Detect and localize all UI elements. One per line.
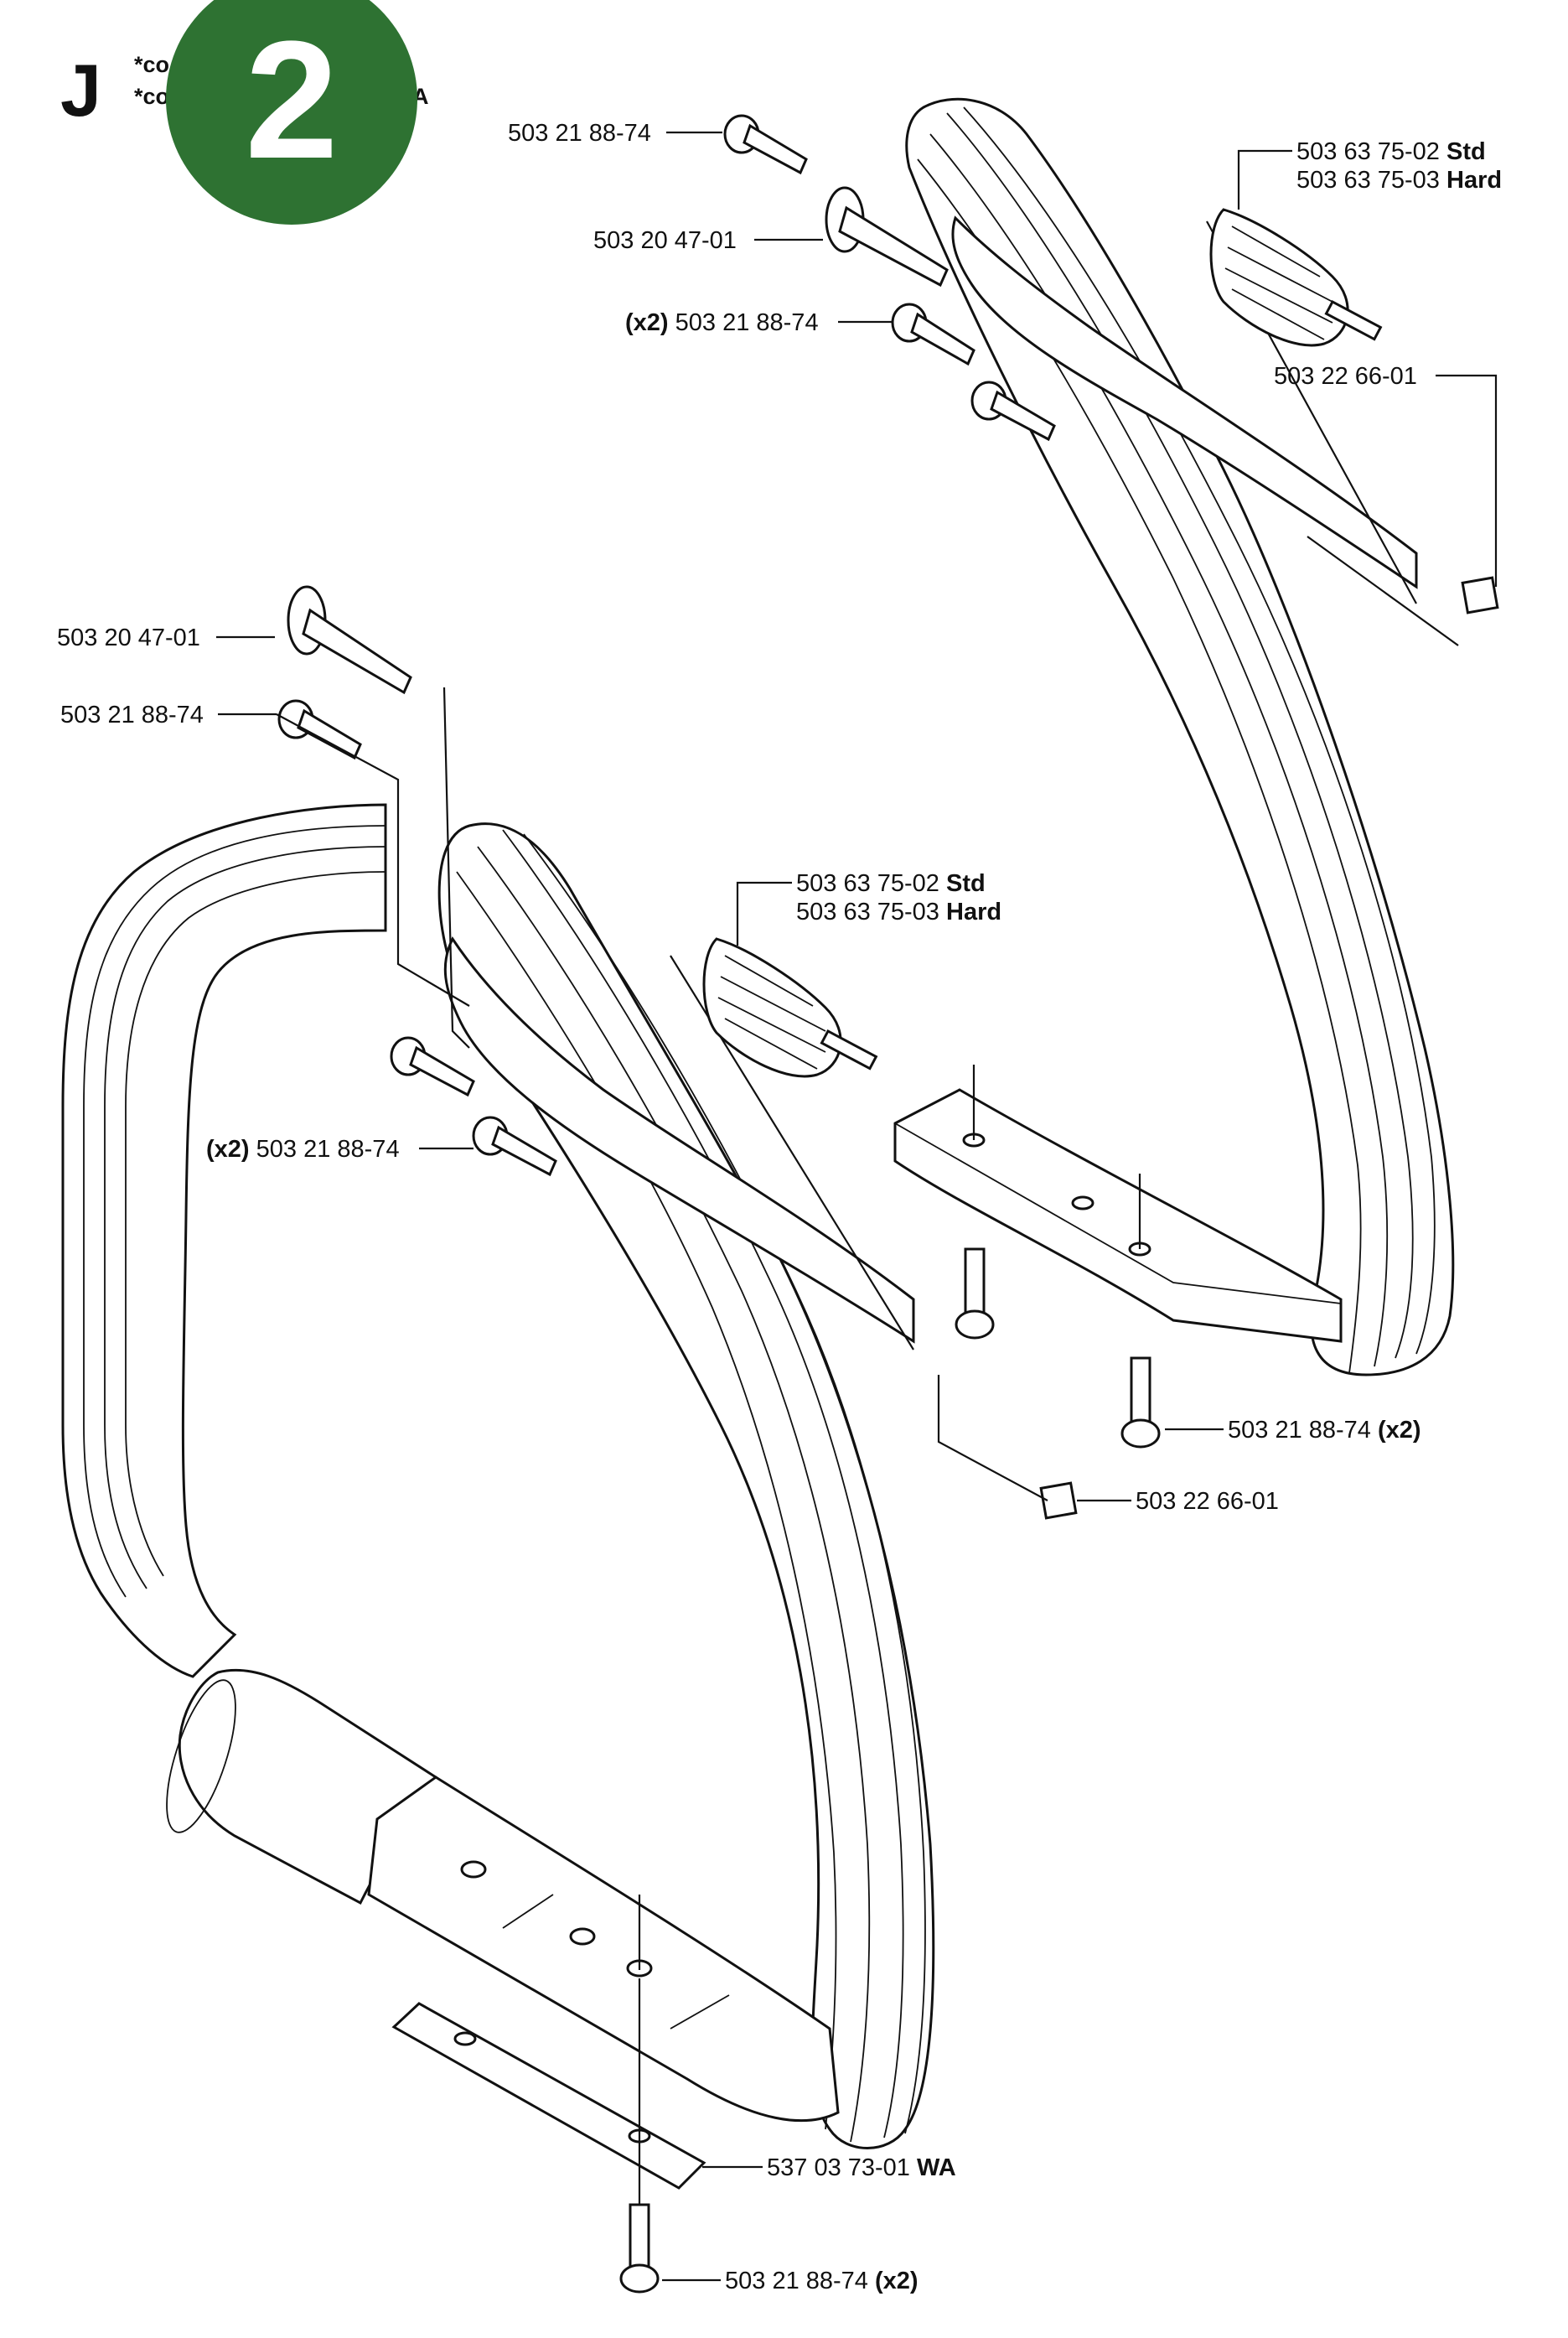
upper-foot-plate bbox=[893, 1088, 1343, 1343]
upper-handle-mount bbox=[951, 215, 1418, 589]
label-low-pin: 503 20 47-01 bbox=[57, 625, 200, 651]
section-letter: J bbox=[60, 49, 101, 132]
lower-pin bbox=[287, 585, 412, 695]
label-plate-bolts-x2: 503 21 88-74 (x2) bbox=[1228, 1417, 1421, 1444]
leader-lines bbox=[216, 131, 1498, 2282]
upper-nut bbox=[1461, 576, 1499, 614]
upper-bolt-1 bbox=[723, 114, 808, 175]
label-low-bolts-x2: (x2) 503 21 88-74 bbox=[206, 1136, 400, 1163]
label-top-spring-std: 503 63 75-02 Std bbox=[1296, 138, 1486, 165]
upper-pin bbox=[825, 186, 949, 288]
upper-bolt-2 bbox=[891, 303, 975, 366]
lower-handle-tube bbox=[61, 803, 387, 1678]
upper-spring bbox=[1209, 208, 1383, 347]
lower-handle-mount bbox=[443, 936, 915, 1344]
badge-circle bbox=[166, 0, 417, 225]
label-top-bolt: 503 21 88-74 bbox=[508, 120, 651, 147]
label-bracket: 537 03 73-01 WA bbox=[767, 2154, 956, 2181]
upper-plate-bolt-2 bbox=[1120, 1356, 1161, 1449]
note-line-2: *co bbox=[134, 84, 169, 109]
badge-number: 2 bbox=[245, 7, 338, 194]
label-low-spring-hard: 503 63 75-03 Hard bbox=[796, 899, 1001, 925]
part-labels: 503 21 88-74 503 20 47-01 (x2) 503 21 88… bbox=[57, 120, 1502, 2294]
lower-bolt-1 bbox=[277, 699, 362, 760]
label-top-bolts-x2: (x2) 503 21 88-74 bbox=[625, 309, 819, 336]
label-bottom-bolts-x2: 503 21 88-74 (x2) bbox=[725, 2268, 919, 2294]
label-top-pin: 503 20 47-01 bbox=[593, 227, 737, 254]
lower-handle-assembly bbox=[61, 585, 1078, 2294]
lower-bottom-bolt bbox=[619, 2203, 660, 2294]
label-top-spring-hard: 503 63 75-03 Hard bbox=[1296, 167, 1502, 194]
lower-spring bbox=[702, 937, 878, 1078]
label-top-nut: 503 22 66-01 bbox=[1274, 363, 1417, 390]
label-low-spring-std: 503 63 75-02 Std bbox=[796, 870, 986, 897]
lower-bracket-plate bbox=[391, 2002, 706, 2190]
note-line-1: *co bbox=[134, 52, 169, 77]
lower-handle-grip bbox=[437, 822, 935, 2149]
lower-bolt-3 bbox=[472, 1116, 557, 1177]
label-low-bolt: 503 21 88-74 bbox=[60, 702, 204, 728]
upper-handle-assembly bbox=[723, 97, 1499, 1449]
upper-bolt-3 bbox=[970, 381, 1056, 442]
upper-plate-bolt-1 bbox=[955, 1247, 995, 1340]
lower-foot-section bbox=[367, 1776, 840, 2123]
label-low-nut: 503 22 66-01 bbox=[1136, 1488, 1279, 1515]
lower-nut bbox=[1039, 1481, 1078, 1520]
lower-handle-sleeve bbox=[178, 1668, 438, 1905]
lower-bolt-2 bbox=[390, 1036, 475, 1097]
